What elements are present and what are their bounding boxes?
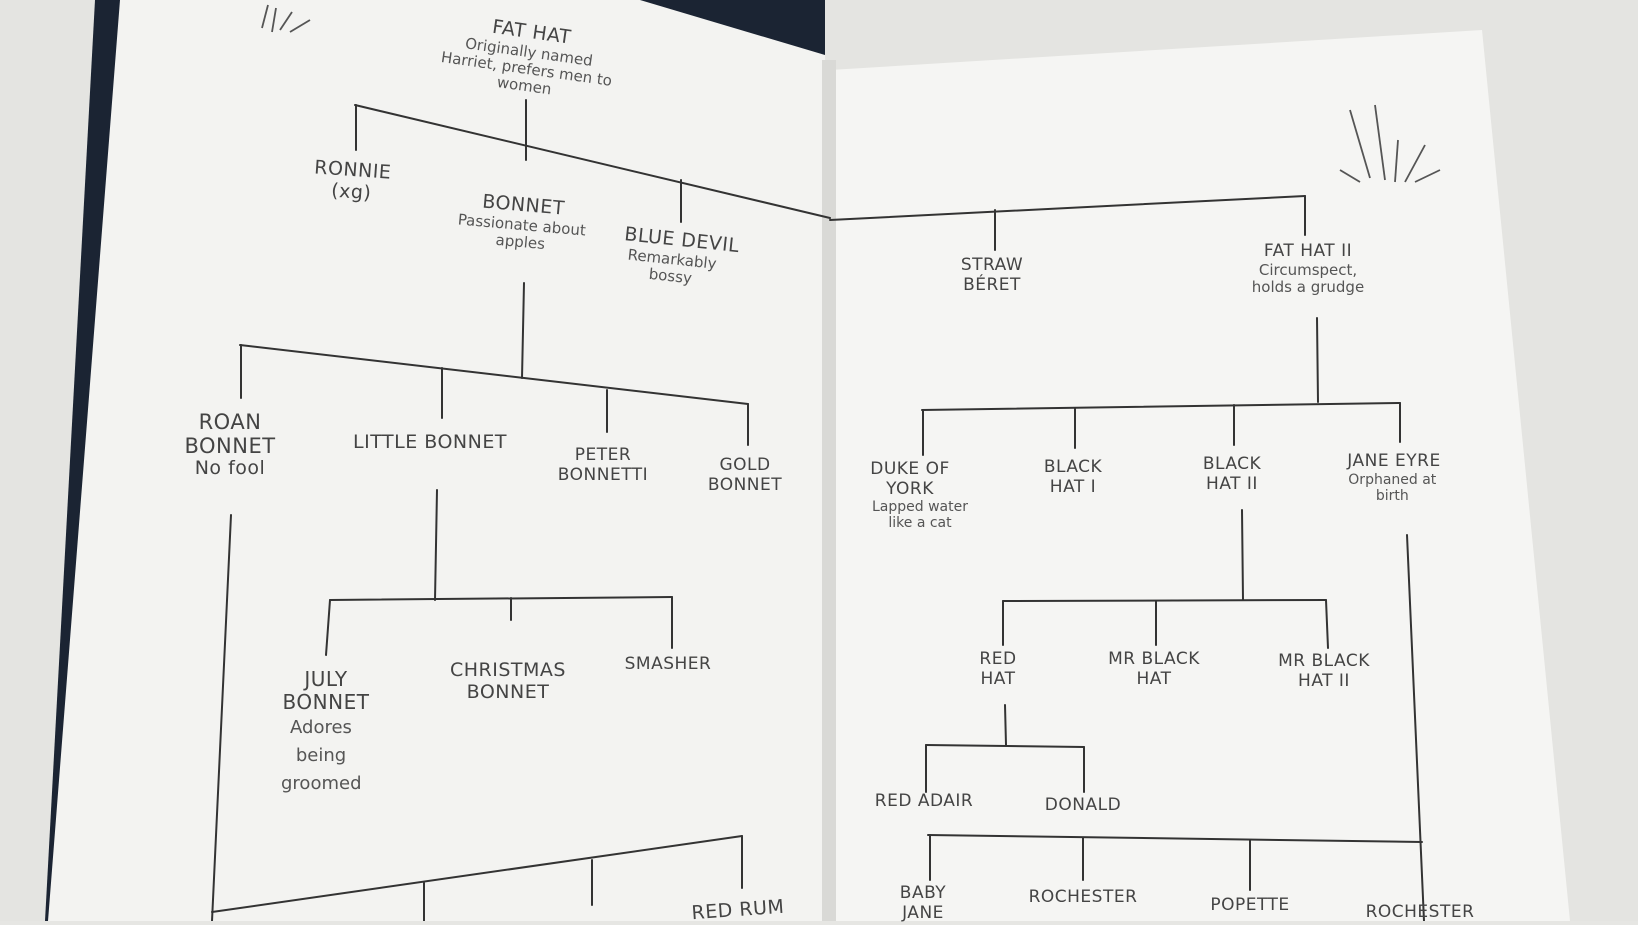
grass-doodle-right [1339, 104, 1441, 183]
node-smasher: SMASHER [624, 654, 712, 674]
node-duke-of-york: DUKE OF YORK Lapped water like a cat [870, 459, 968, 532]
left-page [48, 0, 830, 921]
node-jane-eyre: JANE EYRE Orphaned at birth [1347, 451, 1441, 504]
node-blue-devil: BLUE DEVIL Remarkably bossy [623, 223, 741, 288]
node-red-hat: RED HAT [979, 649, 1017, 689]
node-mr-black-hat: MR BLACK HAT [1108, 649, 1200, 689]
node-peter-bonnetti: PETER BONNETTI [557, 445, 649, 485]
node-baby-jane: BABY JANE [899, 883, 947, 923]
node-christmas-bonnet: CHRISTMAS BONNET [450, 659, 566, 703]
node-rochester-2: ROCHESTER [1365, 902, 1475, 922]
right-page [828, 30, 1570, 921]
node-july-bonnet: JULY BONNET Adores being groomed [281, 667, 370, 794]
node-donald: DONALD [1044, 795, 1122, 815]
tree-lines [211, 99, 1425, 921]
node-popette: POPETTE [1210, 895, 1290, 915]
node-gold-bonnet: GOLD BONNET [707, 455, 783, 495]
node-mr-black-hat-ii: MR BLACK HAT II [1278, 651, 1370, 691]
node-bonnet: BONNET Passionate about apples [457, 190, 587, 254]
node-little-bonnet: LITTLE BONNET [353, 431, 507, 453]
node-ronnie: RONNIE (xg) [313, 156, 393, 205]
grass-doodle-left [261, 4, 311, 33]
node-roan-bonnet: ROAN BONNET No fool [184, 410, 276, 480]
node-black-hat-i: BLACK HAT I [1043, 457, 1103, 497]
node-fat-hat-ii: FAT HAT II Circumspect, holds a grudge [1251, 241, 1365, 296]
node-black-hat-ii: BLACK HAT II [1202, 454, 1262, 494]
node-straw-beret: STRAW BÉRET [960, 255, 1024, 295]
node-red-adair: RED ADAIR [874, 791, 974, 811]
node-rochester: ROCHESTER [1028, 887, 1138, 907]
gutter-shadow [822, 60, 836, 921]
